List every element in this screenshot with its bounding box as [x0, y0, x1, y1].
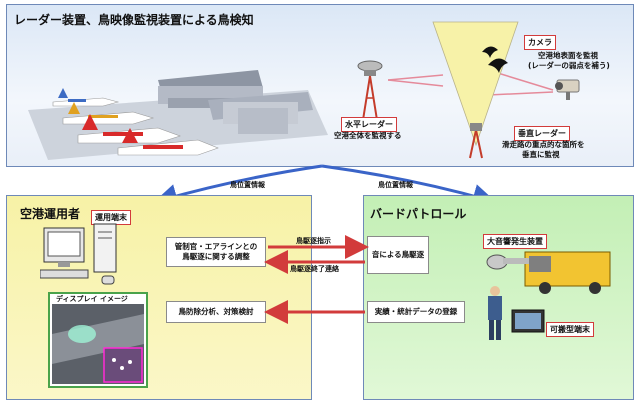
dispersal-complete-label: 鳥駆逐終了連絡 [290, 265, 339, 273]
bird-icon [482, 46, 508, 73]
analysis-box: 鳥防除分析、対策検討 [166, 301, 266, 323]
camera-icon [555, 79, 580, 100]
vertical-radar-desc-1: 滑走路の重点的な箇所を [502, 140, 585, 149]
horizontal-radar-desc: 空港全体を監視する [334, 131, 402, 140]
camera-label: カメラ [524, 35, 556, 50]
coordination-box: 管制官・エアラインとの 鳥駆逐に関する調整 [166, 237, 266, 267]
display-screenshot [52, 304, 144, 384]
detection-panel-title: レーダー装置、鳥映像監視装置による鳥検知 [14, 13, 254, 27]
display-image-label: ディスプレイ イメージ [56, 295, 128, 303]
portable-terminal-label: 可搬型端末 [546, 322, 594, 337]
camera-desc-1: 空港地表面を監視 [538, 51, 598, 60]
airplane-icon [52, 88, 120, 107]
data-register-box: 実績・統計データの登録 [367, 301, 465, 323]
airport-illustration [28, 70, 328, 160]
airport-operator-title: 空港運用者 [20, 207, 81, 221]
patrol-staff-icon [488, 286, 502, 340]
bird-position-label-right: 鳥位置情報 [378, 181, 413, 189]
vertical-radar-label: 垂直レーダー [514, 126, 570, 141]
camera-desc-2: (レーダーの弱点を補う) [528, 61, 610, 70]
horizontal-radar-icon [357, 60, 383, 121]
computer-icon [40, 223, 117, 285]
bird-patrol-title: バードパトロール [370, 207, 467, 221]
vertical-radar-desc-2: 垂直に監視 [522, 150, 560, 159]
horizontal-radar-label: 水平レーダー [341, 117, 397, 132]
dispersal-instruction-label: 鳥駆逐指示 [296, 237, 331, 245]
sound-dispersal-box: 音による鳥駆逐 [367, 236, 429, 274]
bird-position-label-left: 鳥位置情報 [230, 181, 265, 189]
loudspeaker-truck-icon [486, 251, 611, 294]
loudspeaker-label: 大音響発生装置 [483, 234, 547, 249]
portable-terminal-icon [511, 309, 545, 333]
detection-beams [388, 21, 554, 159]
